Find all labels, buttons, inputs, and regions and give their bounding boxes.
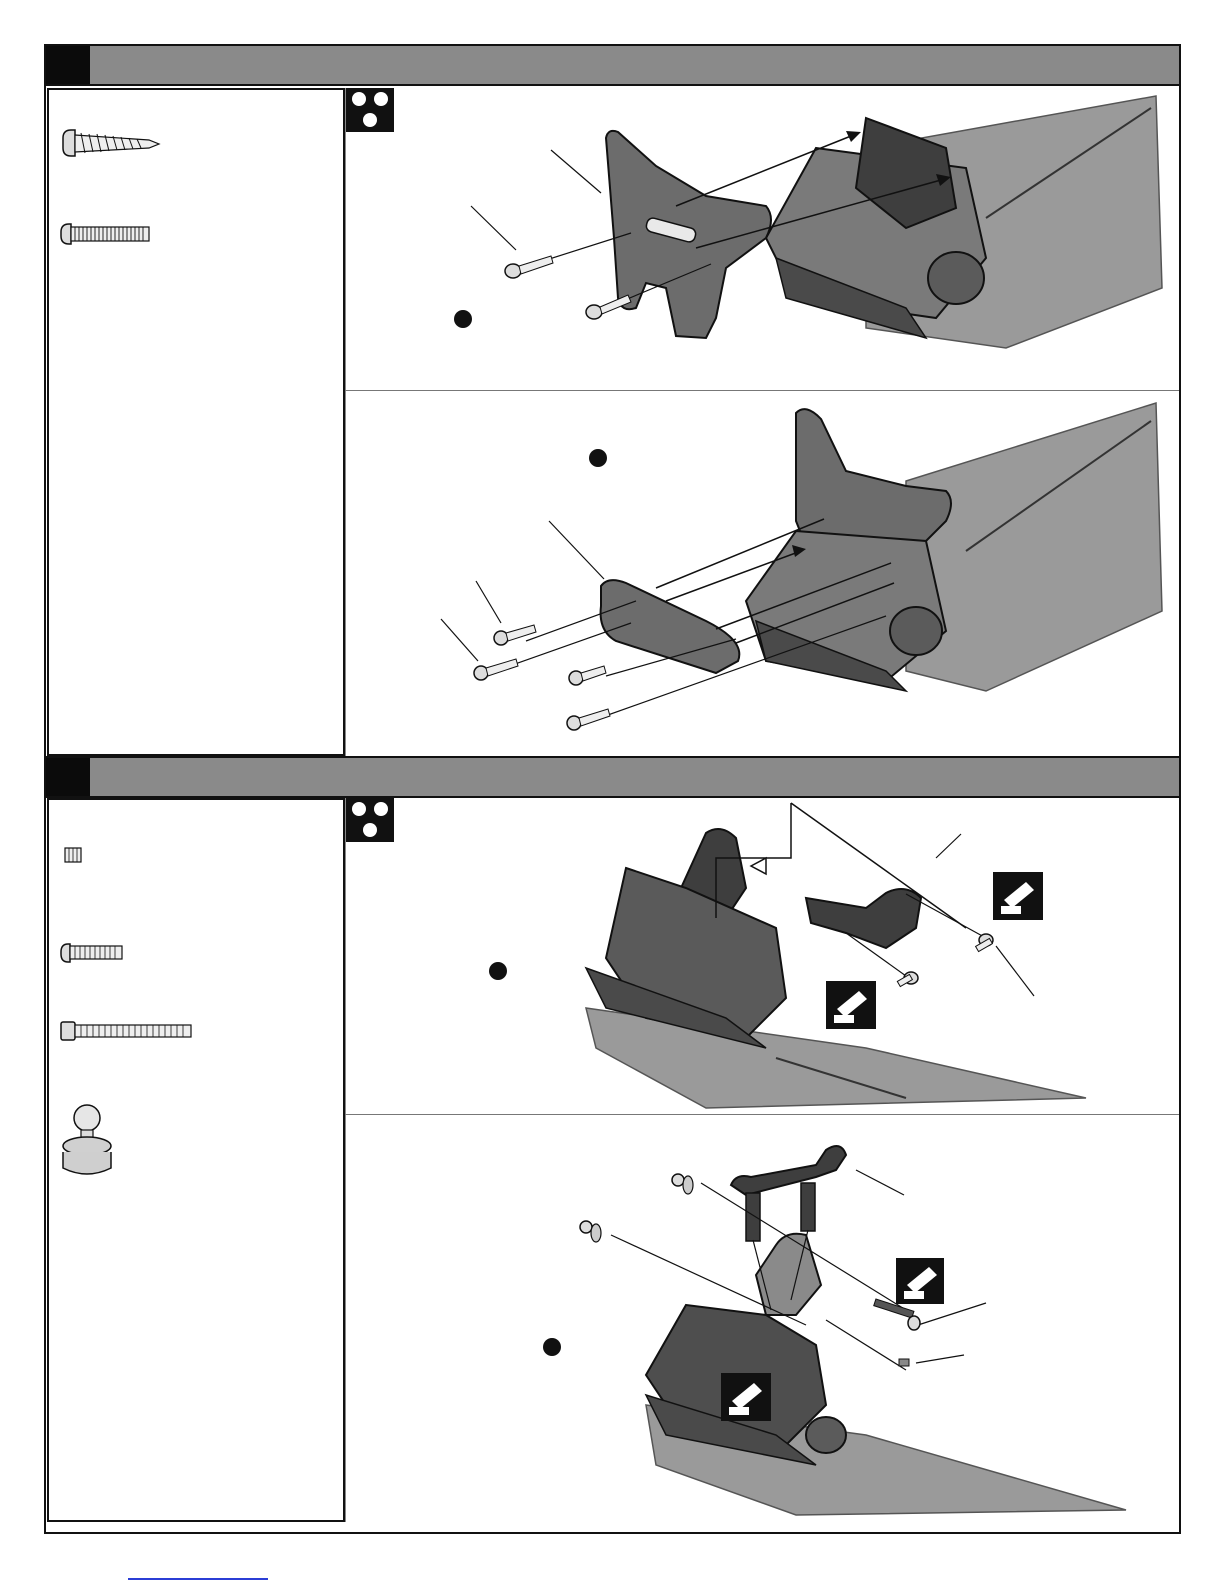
- ball-stud-icon: [63, 1105, 111, 1174]
- self-tapping-screw-icon: [63, 130, 159, 156]
- cap-head-screw-icon: [61, 1022, 191, 1040]
- thread-lock-icon: [993, 872, 1043, 920]
- screw-b: [474, 659, 518, 680]
- ball-stud-small-1: [672, 1174, 693, 1194]
- step-2-number-block: [46, 758, 90, 796]
- step-1-parts-art: [49, 90, 347, 758]
- step-1-parts-box: [47, 88, 345, 756]
- set-screw-small: [899, 1359, 909, 1366]
- screw-1: [505, 256, 553, 278]
- button-head-screw-icon: [61, 224, 149, 244]
- screw-d: [567, 709, 610, 730]
- thread-lock-icon: [896, 1258, 944, 1304]
- front-shock-tower-mount-illustration: [346, 798, 1180, 1114]
- screw-e: [976, 934, 993, 952]
- step-1-header: [44, 44, 1181, 86]
- step-2-panel-a: [345, 798, 1179, 1114]
- step-2-panel-b: [345, 1115, 1179, 1522]
- screw-c: [569, 666, 606, 685]
- thread-lock-icon: [721, 1373, 771, 1421]
- rear-shock-tower-assembly-illustration: [346, 88, 1180, 390]
- screw-f: [897, 972, 918, 987]
- rear-bumper-assembly-illustration: [346, 391, 1180, 756]
- ball-stud-small-2: [580, 1221, 601, 1242]
- step-2-header: [44, 756, 1181, 798]
- step-2-parts-art: [49, 800, 347, 1524]
- step-1-number-block: [46, 46, 90, 84]
- thread-lock-icon: [826, 981, 876, 1029]
- step-2-parts-box: [47, 798, 345, 1522]
- step-1-panel-b: [345, 391, 1179, 756]
- screw-a: [494, 625, 536, 645]
- page-link-underline: [128, 1578, 268, 1580]
- step-1-panel-a: [345, 88, 1179, 390]
- set-screw-icon: [65, 848, 81, 862]
- button-head-screw-icon: [61, 944, 122, 962]
- body-mount-assembly-illustration: [346, 1115, 1180, 1522]
